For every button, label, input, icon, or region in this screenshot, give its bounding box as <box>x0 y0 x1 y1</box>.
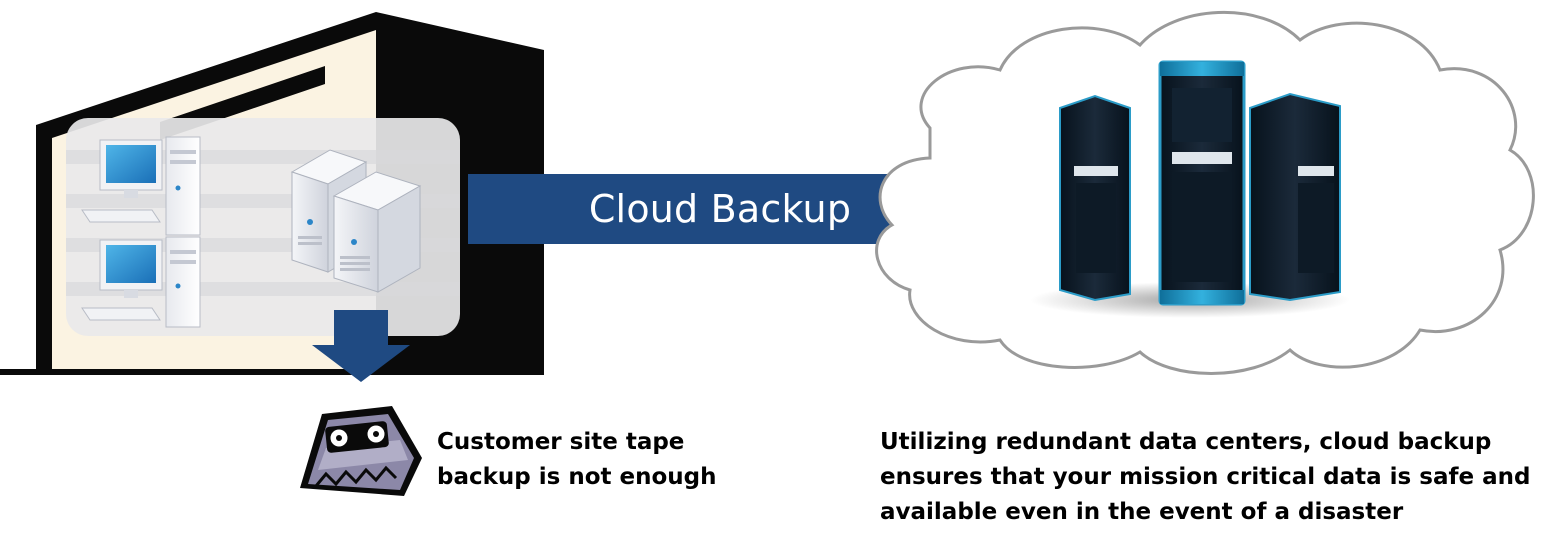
left-caption: Customer site tape backup is not enough <box>437 425 757 495</box>
arrow-label-cloud-backup: Cloud Backup <box>588 187 852 231</box>
desktop-computer-icon <box>81 136 201 236</box>
right-caption: Utilizing redundant data centers, cloud … <box>880 425 1531 530</box>
cloud-backup-arrow <box>468 120 1004 300</box>
server-icon <box>290 149 422 293</box>
left-caption-line: backup is not enough <box>437 464 717 490</box>
right-caption-line: ensures that your mission critical data … <box>880 464 1531 490</box>
desktop-computer-icon <box>81 236 201 328</box>
cloud-server-icon <box>1030 60 1350 318</box>
right-caption-line: available even in the event of a disaste… <box>880 499 1404 525</box>
right-caption-line: Utilizing redundant data centers, cloud … <box>880 429 1492 455</box>
left-caption-line: Customer site tape <box>437 429 685 455</box>
down-arrow-icon <box>312 310 410 382</box>
tape-cassette-icon <box>300 406 422 496</box>
